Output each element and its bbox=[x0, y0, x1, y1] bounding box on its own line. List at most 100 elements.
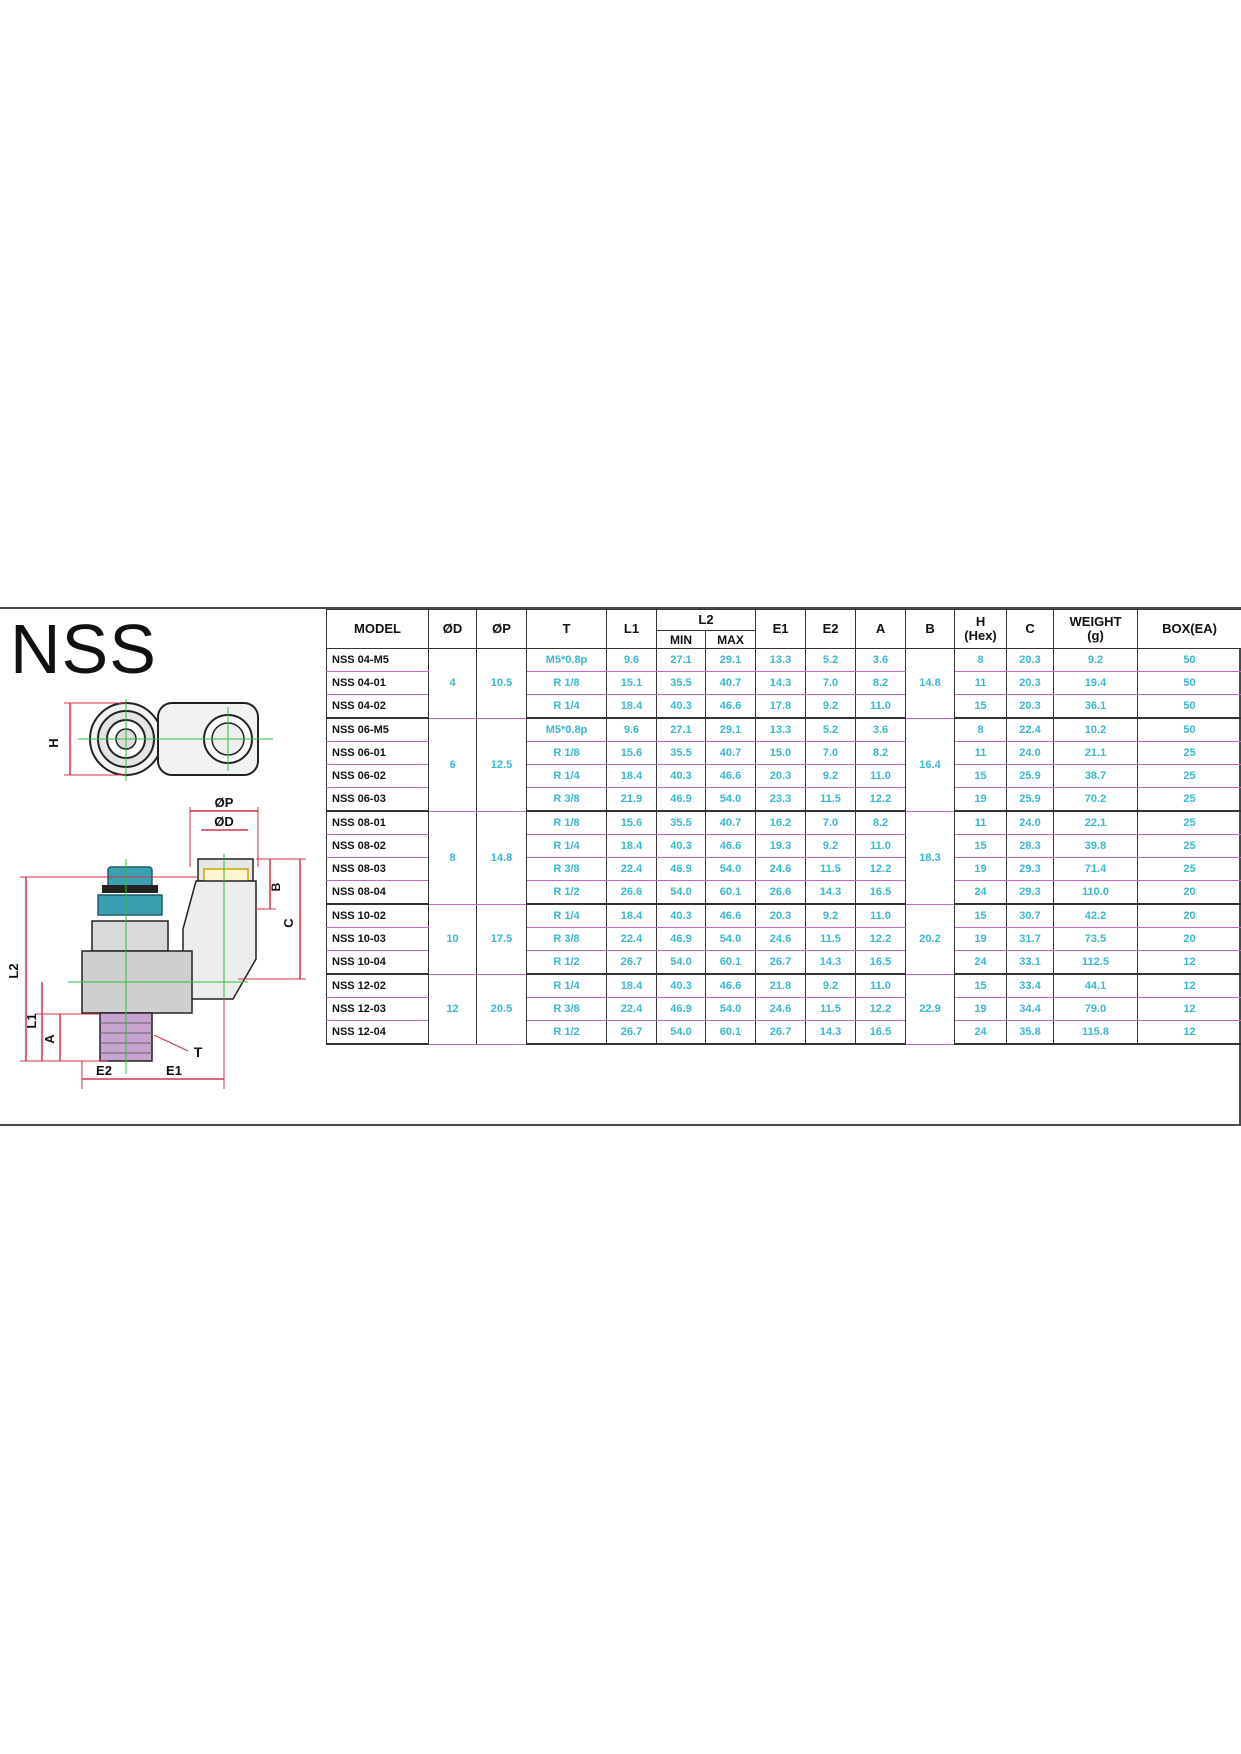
technical-drawing: H ØP ØD B C bbox=[8, 699, 306, 1089]
cell-l1: 26.6 bbox=[606, 880, 657, 905]
cell-e1: 26.7 bbox=[755, 1020, 807, 1045]
cell-c: 25.9 bbox=[1006, 764, 1055, 788]
label-c: C bbox=[281, 918, 296, 928]
cell-c: 22.4 bbox=[1006, 717, 1055, 742]
cell-weight: 36.1 bbox=[1053, 694, 1139, 719]
cell-a: 8.2 bbox=[855, 810, 907, 835]
cell-model: NSS 06-03 bbox=[326, 787, 429, 812]
cell-c: 24.0 bbox=[1006, 810, 1055, 835]
cell-l2-min: 27.1 bbox=[656, 648, 706, 672]
cell-model: NSS 06-01 bbox=[326, 741, 429, 765]
cell-weight: 71.4 bbox=[1053, 857, 1139, 881]
cell-l2-max: 54.0 bbox=[704, 787, 757, 812]
header-weight: WEIGHT (g) bbox=[1053, 609, 1139, 649]
cell-od: 12 bbox=[428, 973, 477, 1045]
cell-l2-max: 60.1 bbox=[704, 880, 757, 905]
cell-e2: 7.0 bbox=[805, 741, 857, 765]
cell-l2-min: 46.9 bbox=[656, 927, 706, 951]
cell-l2-max: 60.1 bbox=[704, 1020, 757, 1045]
cell-box: 25 bbox=[1137, 857, 1241, 881]
cell-box: 12 bbox=[1137, 950, 1241, 975]
header-model: MODEL bbox=[326, 609, 429, 649]
cell-e1: 19.3 bbox=[755, 834, 807, 858]
cell-c: 35.8 bbox=[1006, 1020, 1055, 1045]
cell-e2: 7.0 bbox=[805, 810, 857, 835]
cell-t: R 1/2 bbox=[526, 950, 607, 975]
cell-model: NSS 04-01 bbox=[326, 671, 429, 695]
label-e2: E2 bbox=[96, 1063, 112, 1078]
cell-h: 8 bbox=[954, 717, 1008, 742]
header-l2: L2 bbox=[655, 609, 757, 631]
product-sheet: NSS H ØP ØD bbox=[0, 607, 1241, 1126]
cell-l2-max: 46.6 bbox=[704, 834, 757, 858]
cell-l2-min: 40.3 bbox=[656, 903, 706, 928]
cell-model: NSS 04-02 bbox=[326, 694, 429, 719]
cell-l1: 18.4 bbox=[606, 973, 657, 998]
cell-h: 8 bbox=[954, 648, 1008, 672]
cell-c: 30.7 bbox=[1006, 903, 1055, 928]
cell-l1: 15.1 bbox=[606, 671, 657, 695]
cell-t: R 3/8 bbox=[526, 997, 607, 1021]
cell-e2: 11.5 bbox=[805, 857, 857, 881]
cell-h: 24 bbox=[954, 1020, 1008, 1045]
cell-l2-max: 54.0 bbox=[704, 997, 757, 1021]
cell-box: 25 bbox=[1137, 810, 1241, 835]
cell-b: 16.4 bbox=[905, 717, 956, 812]
cell-e2: 14.3 bbox=[805, 950, 857, 975]
cell-c: 20.3 bbox=[1006, 694, 1055, 719]
cell-t: R 1/4 bbox=[526, 903, 607, 928]
cell-e1: 26.6 bbox=[755, 880, 807, 905]
header-b: B bbox=[905, 609, 956, 649]
cell-h: 19 bbox=[954, 857, 1008, 881]
cell-l2-max: 40.7 bbox=[704, 671, 757, 695]
cell-h: 19 bbox=[954, 927, 1008, 951]
cell-b: 22.9 bbox=[905, 973, 956, 1045]
cell-e1: 20.3 bbox=[755, 903, 807, 928]
cell-c: 31.7 bbox=[1006, 927, 1055, 951]
label-l1: L1 bbox=[24, 1013, 39, 1028]
cell-t: R 1/4 bbox=[526, 764, 607, 788]
header-op: ØP bbox=[476, 609, 527, 649]
cell-a: 11.0 bbox=[855, 834, 907, 858]
cell-a: 11.0 bbox=[855, 973, 907, 998]
cell-model: NSS 10-03 bbox=[326, 927, 429, 951]
cell-h: 24 bbox=[954, 950, 1008, 975]
cell-l1: 18.4 bbox=[606, 834, 657, 858]
cell-box: 25 bbox=[1137, 787, 1241, 812]
cell-box: 12 bbox=[1137, 1020, 1241, 1045]
cell-t: R 1/4 bbox=[526, 973, 607, 998]
cell-weight: 19.4 bbox=[1053, 671, 1139, 695]
header-weight-line2: (g) bbox=[1087, 628, 1104, 643]
cell-h: 15 bbox=[954, 973, 1008, 998]
cell-h: 19 bbox=[954, 787, 1008, 812]
header-e2: E2 bbox=[805, 609, 857, 649]
cell-box: 50 bbox=[1137, 671, 1241, 695]
cell-weight: 9.2 bbox=[1053, 648, 1139, 672]
top-view: H bbox=[46, 699, 273, 781]
cell-weight: 112.5 bbox=[1053, 950, 1139, 975]
cell-l1: 26.7 bbox=[606, 1020, 657, 1045]
label-e1: E1 bbox=[166, 1063, 182, 1078]
cell-b: 20.2 bbox=[905, 903, 956, 975]
cell-l1: 9.6 bbox=[606, 648, 657, 672]
cell-box: 12 bbox=[1137, 997, 1241, 1021]
cell-l2-max: 60.1 bbox=[704, 950, 757, 975]
cell-weight: 21.1 bbox=[1053, 741, 1139, 765]
cell-l2-min: 54.0 bbox=[656, 950, 706, 975]
cell-t: R 3/8 bbox=[526, 927, 607, 951]
cell-c: 29.3 bbox=[1006, 880, 1055, 905]
cell-c: 33.1 bbox=[1006, 950, 1055, 975]
cell-l2-min: 46.9 bbox=[656, 857, 706, 881]
cell-l2-max: 46.6 bbox=[704, 694, 757, 719]
cell-e2: 5.2 bbox=[805, 648, 857, 672]
cell-box: 50 bbox=[1137, 648, 1241, 672]
side-view: ØP ØD B C bbox=[8, 795, 306, 1089]
cell-l1: 18.4 bbox=[606, 764, 657, 788]
cell-l2-max: 46.6 bbox=[704, 764, 757, 788]
